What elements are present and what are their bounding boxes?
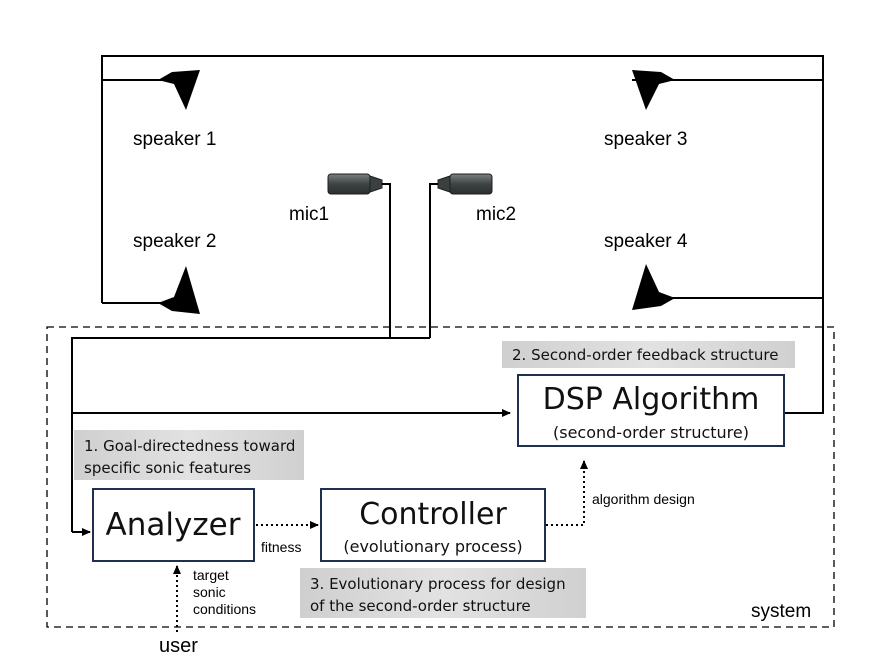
- target-conditions-line-1: target: [193, 567, 229, 583]
- dsp-algorithm-box: [517, 374, 785, 447]
- note-2-background: [502, 341, 795, 368]
- note-1-line-2: specific sonic features: [84, 459, 251, 477]
- analyzer-title: Analyzer: [106, 507, 241, 543]
- mic-2-icon: [437, 173, 493, 195]
- dsp-algorithm-subtitle: (second-order structure): [553, 423, 749, 442]
- target-conditions-line-2: sonic: [193, 584, 226, 600]
- mic-2-cable: [429, 183, 438, 338]
- dsp-algorithm-title: DSP Algorithm: [543, 382, 760, 417]
- fitness-label: fitness: [261, 539, 301, 555]
- target-conditions-line-3: conditions: [193, 601, 256, 617]
- note-3-line-2: of the second-order structure: [310, 597, 531, 615]
- analyzer-box: [92, 488, 255, 562]
- system-label: system: [751, 601, 811, 622]
- speaker-1-icon: [158, 70, 200, 110]
- mic-bus: [71, 337, 430, 532]
- speaker-2-icon: [158, 266, 200, 314]
- user-label: user: [159, 635, 198, 657]
- algorithm-design-label: algorithm design: [592, 491, 695, 507]
- system-boundary: [46, 326, 835, 628]
- controller-box: [320, 488, 546, 562]
- mic-1-label: mic1: [289, 204, 329, 225]
- speaker-4-label: speaker 4: [604, 231, 688, 252]
- controller-title: Controller: [359, 497, 507, 532]
- speaker-4-icon: [632, 264, 675, 310]
- mic-1-cable: [382, 183, 391, 338]
- controller-subtitle: (evolutionary process): [343, 537, 522, 556]
- note-2-text: 2. Second-order feedback structure: [512, 346, 778, 364]
- mic-1-icon: [327, 173, 383, 195]
- left-speaker-wire: [101, 55, 824, 414]
- note-1-background: [74, 430, 304, 480]
- note-3-line-1: 3. Evolutionary process for design: [310, 575, 566, 593]
- mic-2-label: mic2: [476, 204, 516, 225]
- speaker-2-label: speaker 2: [133, 231, 216, 252]
- note-1-line-1: 1. Goal-directedness toward: [84, 437, 295, 455]
- speaker-3-icon: [632, 70, 675, 110]
- speaker-3-label: speaker 3: [604, 129, 687, 150]
- algorithm-design-arrow: [546, 460, 588, 526]
- note-3-background: [300, 568, 586, 618]
- speaker-1-label: speaker 1: [133, 129, 216, 150]
